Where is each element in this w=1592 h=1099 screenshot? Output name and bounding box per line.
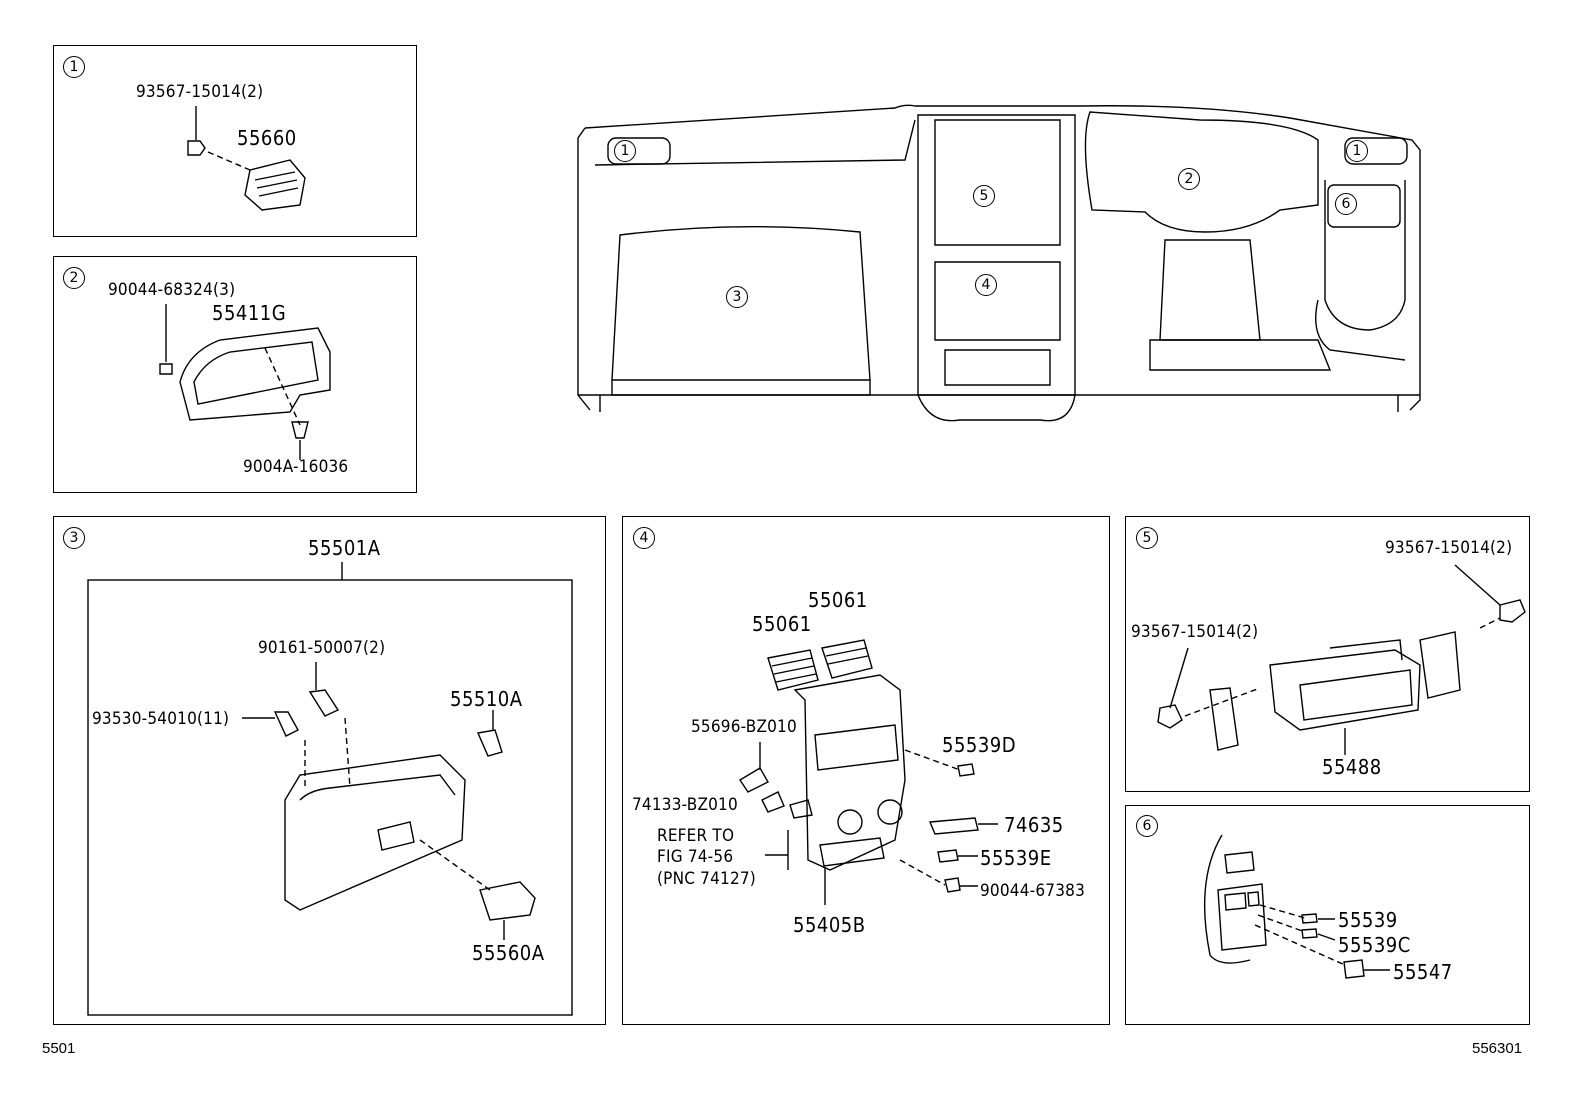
part-label-55539C[interactable]: 55539C (1338, 933, 1411, 957)
part-label-55660[interactable]: 55660 (237, 126, 297, 150)
part-label-93567-15014[interactable]: 93567-15014(2) (136, 82, 264, 102)
panel-5-drawing (1157, 564, 1526, 755)
part-label-55539[interactable]: 55539 (1338, 908, 1398, 932)
part-label-93567-15014-right[interactable]: 93567-15014(2) (1385, 538, 1513, 558)
part-label-55547[interactable]: 55547 (1393, 960, 1453, 984)
panel-2-number: 2 (63, 267, 85, 289)
part-label-90044-67383[interactable]: 90044-67383 (980, 881, 1086, 901)
part-label-74133-BZ010[interactable]: 74133-BZ010 (632, 795, 738, 815)
panel-3-drawing (87, 562, 573, 1016)
part-label-55061-lower[interactable]: 55061 (752, 612, 812, 636)
panel-1-number: 1 (63, 56, 85, 78)
panel-2 (53, 256, 417, 493)
panel-4 (622, 516, 1110, 1025)
dashboard-callout-5[interactable]: 5 (973, 185, 995, 207)
panel-1-drawing (187, 106, 306, 211)
panel-5-number: 5 (1136, 527, 1158, 549)
dashboard-callout-3[interactable]: 3 (726, 286, 748, 308)
part-label-9004A-16036[interactable]: 9004A-16036 (243, 457, 349, 477)
part-label-55539D[interactable]: 55539D (942, 733, 1017, 757)
refer-fig-text[interactable]: FIG 74-56 (657, 847, 734, 867)
panel-2-drawing (159, 304, 331, 460)
part-label-90044-68324[interactable]: 90044-68324(3) (108, 280, 236, 300)
panel-3 (53, 516, 606, 1025)
panel-6-number: 6 (1136, 815, 1158, 837)
part-label-55501A[interactable]: 55501A (308, 536, 381, 560)
part-label-55061-upper[interactable]: 55061 (808, 588, 868, 612)
part-label-55488[interactable]: 55488 (1322, 755, 1382, 779)
panel-4-number: 4 (633, 527, 655, 549)
dashboard-callout-1-left[interactable]: 1 (614, 140, 636, 162)
refer-to-text: REFER TO (657, 826, 735, 846)
panel-6-drawing (1203, 834, 1390, 979)
dashboard-drawing (577, 104, 1421, 422)
refer-pnc-text: (PNC 74127) (657, 869, 756, 889)
part-label-93567-15014-left[interactable]: 93567-15014(2) (1131, 622, 1259, 642)
panel-6 (1125, 805, 1530, 1025)
dashboard-callout-2[interactable]: 2 (1178, 168, 1200, 190)
part-label-74635[interactable]: 74635 (1004, 813, 1064, 837)
part-label-93530-54010[interactable]: 93530-54010(11) (92, 709, 230, 729)
footer-left-code: 5501 (42, 1040, 76, 1057)
dashboard-callout-4[interactable]: 4 (975, 274, 997, 296)
footer-right-code: 556301 (1472, 1040, 1523, 1057)
part-label-55539E[interactable]: 55539E (980, 846, 1052, 870)
part-label-55560A[interactable]: 55560A (472, 941, 545, 965)
part-label-90161-50007[interactable]: 90161-50007(2) (258, 638, 386, 658)
panel-3-number: 3 (63, 527, 85, 549)
dashboard-callout-1-right[interactable]: 1 (1346, 140, 1368, 162)
part-label-55405B[interactable]: 55405B (793, 913, 866, 937)
part-label-55411G[interactable]: 55411G (212, 301, 287, 325)
part-label-55696-BZ010[interactable]: 55696-BZ010 (691, 717, 797, 737)
panel-1 (53, 45, 417, 237)
dashboard-callout-6[interactable]: 6 (1335, 193, 1357, 215)
panel-4-drawing (739, 639, 998, 905)
panel-5 (1125, 516, 1530, 792)
part-label-55510A[interactable]: 55510A (450, 687, 523, 711)
